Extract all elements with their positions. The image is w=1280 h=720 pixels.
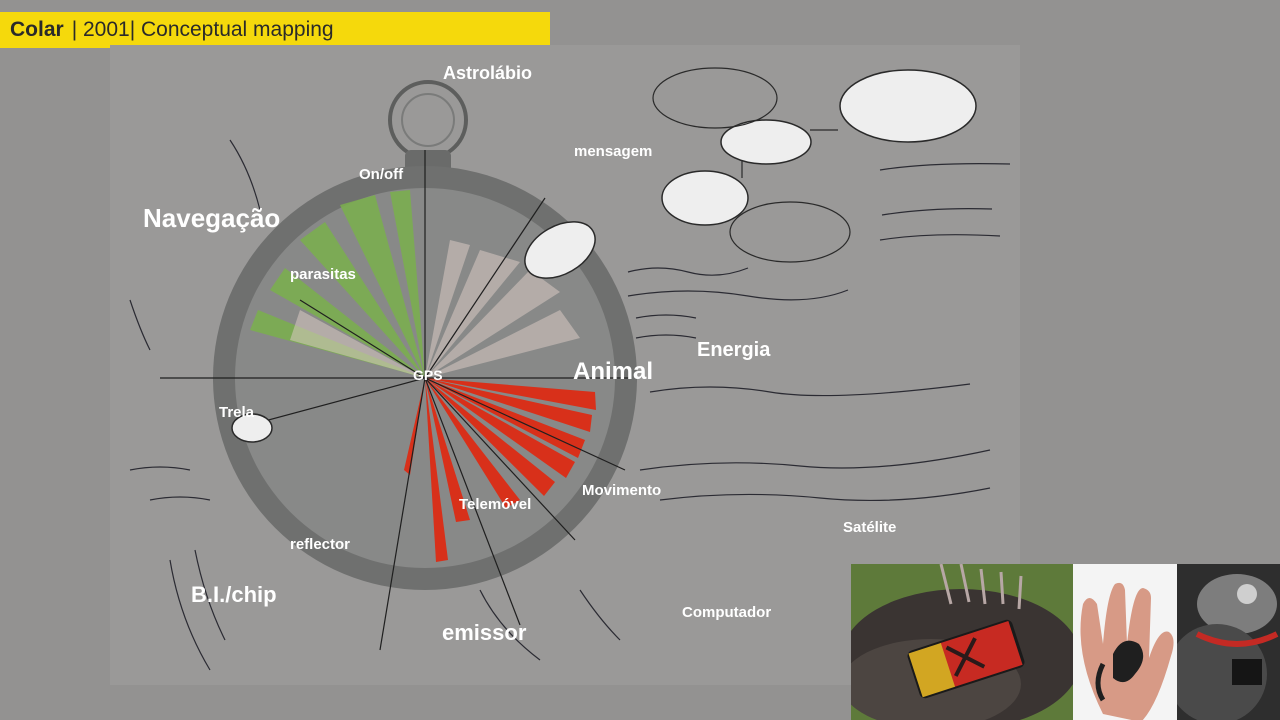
pale-wedges <box>290 240 580 378</box>
watch-ring-inner <box>401 93 455 147</box>
concept-outlines <box>652 67 851 263</box>
label-telemovel: Telemóvel <box>459 496 532 513</box>
label-mensagem: mensagem <box>574 143 653 160</box>
radial-lines <box>160 150 630 651</box>
label-astrolabio: Astrolábio <box>443 63 533 83</box>
label-trela: Trela <box>219 404 255 421</box>
label-reflector: reflector <box>290 536 351 553</box>
label-computador: Computador <box>682 604 772 621</box>
label-parasitas: parasitas <box>290 266 356 283</box>
label-animal: Animal <box>573 358 654 385</box>
concept-bubbles <box>231 69 977 443</box>
title-subtitle: | 2001| Conceptual mapping <box>71 18 334 41</box>
label-onoff: On/off <box>359 166 404 183</box>
label-energia: Energia <box>697 339 771 361</box>
dog-with-collar-photo <box>1177 564 1280 720</box>
title-project: Colar <box>10 18 64 41</box>
handwriting-notes <box>129 139 1011 671</box>
collar-device-on-dog-photo <box>851 564 1073 720</box>
label-satelite: Satélite <box>843 519 897 536</box>
red-wedges <box>404 378 596 562</box>
label-emissor: emissor <box>442 620 527 645</box>
label-bichip: B.I./chip <box>191 582 277 607</box>
label-movimento: Movimento <box>582 482 662 499</box>
device-in-hand-photo <box>1073 564 1177 720</box>
label-navegacao: Navegação <box>143 203 281 233</box>
label-gps: GPS <box>413 367 443 383</box>
slide-title: Colar | 2001| Conceptual mapping <box>0 12 550 48</box>
